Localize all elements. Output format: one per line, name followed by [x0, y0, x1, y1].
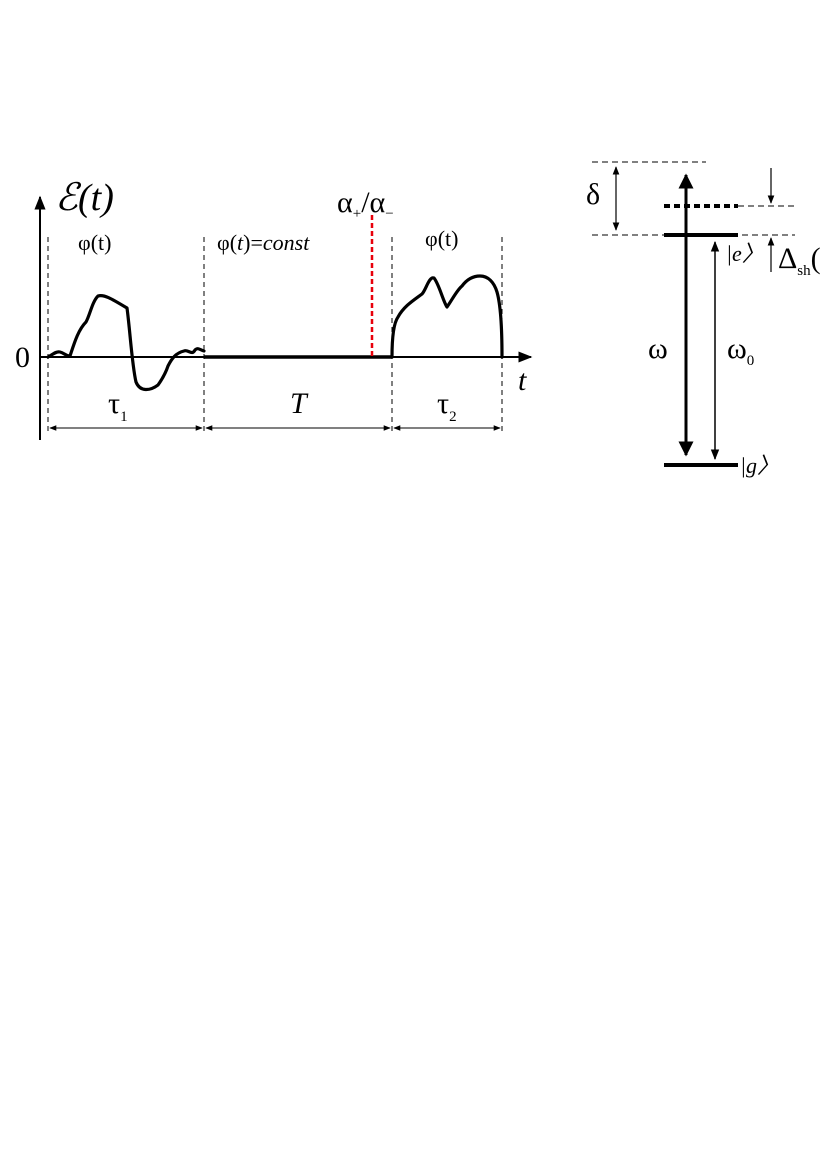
- phase-label-3: φ(t): [425, 226, 458, 251]
- energy-level-diagram: δ ω ω0 |e〉 |g〉 Δsh(: [586, 161, 821, 478]
- y-axis-label: ℰ(t): [55, 177, 114, 219]
- phase-label-const: φ(t)=const: [217, 230, 310, 255]
- segment-boundaries: [47, 237, 503, 432]
- zero-label: 0: [15, 341, 30, 374]
- pulse-2-waveform: [390, 274, 504, 359]
- light-shift-label: Δsh(: [778, 242, 821, 279]
- duration-label-tau2: τ2: [437, 387, 457, 425]
- alpha-ratio-label: α+/α−: [337, 186, 394, 222]
- duration-label-tau1: τ1: [108, 387, 128, 425]
- transition-frequency-label: ω0: [727, 332, 754, 369]
- duration-label-T: T: [290, 387, 309, 420]
- pulse-sequence-diagram: ℰ(t) t 0 φ(t) φ(t)=const φ(t) τ1 T τ2: [15, 177, 533, 440]
- phase-label-1: φ(t): [78, 230, 111, 255]
- ground-state-label: |g〉: [740, 453, 779, 478]
- x-axis-label: t: [518, 364, 527, 397]
- detuning-label: δ: [586, 178, 600, 211]
- pulse-1-waveform: [46, 293, 206, 392]
- excited-state-label: |e〉: [726, 241, 764, 266]
- laser-frequency-label: ω: [648, 332, 668, 365]
